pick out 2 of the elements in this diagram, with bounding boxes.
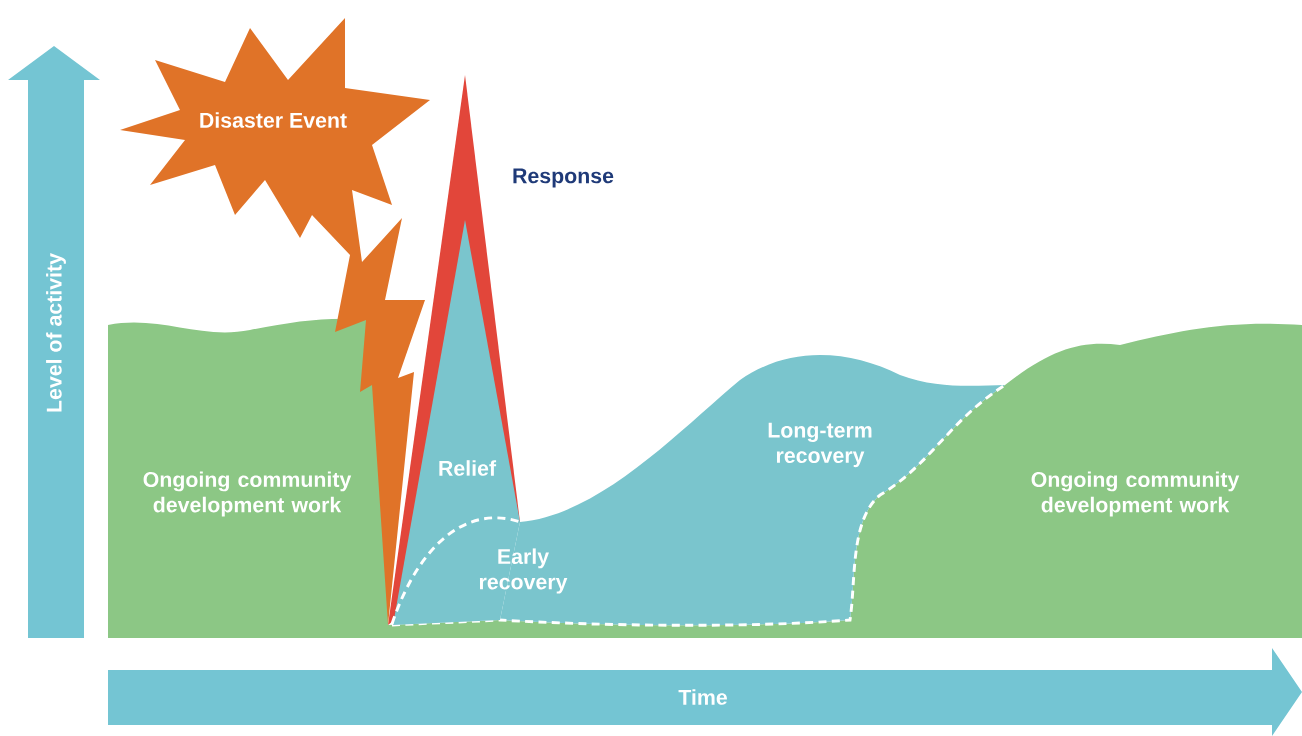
node-label: Long-term recovery [768,422,872,468]
node-label: Response [513,168,614,188]
